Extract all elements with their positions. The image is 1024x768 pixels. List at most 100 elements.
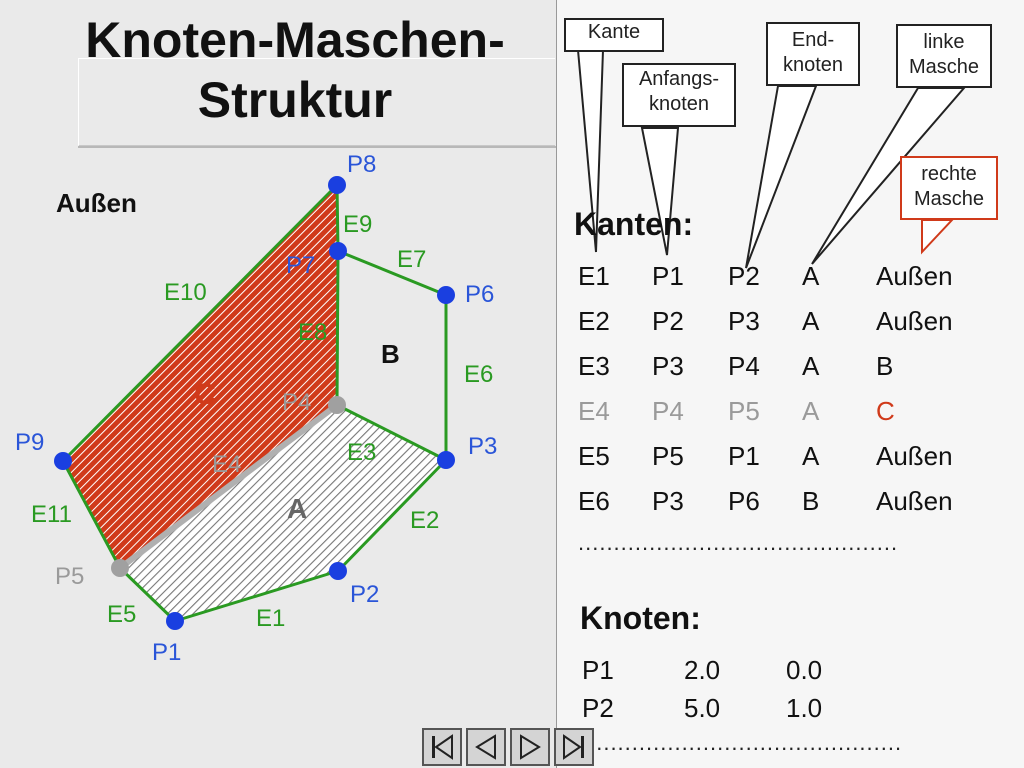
kanten-title: Kanten: [574,206,694,242]
label-p6: P6 [465,281,494,308]
point-p8 [328,176,346,194]
kanten-cell-edge: E2 [578,306,610,336]
kanten-cell-end-node: P3 [728,306,760,336]
label-e6: E6 [464,361,493,388]
label-e4: E4 [212,451,241,478]
label-p1: P1 [152,639,181,666]
callout-endknoten: End- knoten [766,22,860,86]
kanten-cell-right-face: Außen [876,261,953,291]
kanten-cell-end-node: P2 [728,261,760,291]
kanten-cell-left-face: A [802,306,820,336]
callout-rechte-masche: rechte Masche [900,156,998,220]
kanten-cell-start-node: P1 [652,261,684,291]
callout-kante-text: Kante [587,21,641,43]
edge-e2 [336,458,448,573]
arrow-left-icon [475,734,496,760]
knoten-cell-x: 2.0 [684,655,721,685]
kanten-cell-edge: E1 [578,261,610,291]
label-p7: P7 [286,252,315,279]
label-p2: P2 [350,581,379,608]
kanten-cell-right-face: Außen [876,486,953,516]
last-page-button[interactable] [554,728,594,766]
label-e3: E3 [347,439,376,466]
label-e9: E9 [343,211,372,238]
kanten-cell-end-node: P4 [728,351,760,381]
kanten-cell-edge: E6 [578,486,610,516]
kanten-cell-start-node: P3 [652,351,684,381]
point-p3 [437,451,455,469]
label-e1: E1 [256,605,285,632]
kanten-cell-right-face: C [876,396,895,426]
edge-e9 [335,184,340,252]
label-e5: E5 [107,601,136,628]
label-p4: P4 [282,389,311,416]
kanten-ellipsis: ........................................… [578,530,899,555]
kanten-cell-right-face: Außen [876,441,953,471]
callout-linke-masche-line1: linke [923,31,965,53]
point-p1 [166,612,184,630]
pointer-anfangsknoten-shape [640,127,680,256]
kanten-cell-start-node: P3 [652,486,684,516]
knoten-title: Knoten: [580,600,701,636]
face-c [63,185,337,568]
next-page-button[interactable] [510,728,550,766]
callout-linke-masche-line2: Masche [908,56,980,78]
point-p9 [54,452,72,470]
skip-forward-icon [563,734,584,760]
edge-e3 [336,403,447,462]
point-p7 [329,242,347,260]
callout-anfangsknoten-line2: knoten [648,93,710,115]
kanten-cell-start-node: P2 [652,306,684,336]
mesh-diagram: P1 P2 P3 P4 P5 P6 P7 P8 P9 E1 E2 E3 E4 E… [15,151,497,666]
kanten-cell-end-node: P5 [728,396,760,426]
knoten-cell-node: P2 [582,693,614,723]
kanten-row: E2 P2 P3 A Außen [578,306,998,351]
kanten-cell-end-node: P6 [728,486,760,516]
pointer-rechte-masche-shape [921,219,955,255]
label-p8: P8 [347,151,376,178]
kanten-cell-right-face: Außen [876,306,953,336]
first-page-button[interactable] [422,728,462,766]
callout-linke-masche: linke Masche [896,24,992,88]
callout-endknoten-line1: End- [791,29,835,51]
knoten-cell-x: 5.0 [684,693,721,723]
label-e7: E7 [397,246,426,273]
label-e11: E11 [31,501,72,528]
callout-rechte-masche-line2: Masche [913,188,985,210]
page-title: Knoten-Maschen- Struktur [0,10,590,130]
label-face-c: C [194,378,216,411]
page-title-line-2: Struktur [197,72,393,128]
label-p9: P9 [15,429,44,456]
kanten-cell-left-face: A [802,441,820,471]
label-e10: E10 [164,279,207,306]
knoten-cell-node: P1 [582,655,614,685]
edge-e5 [118,566,177,623]
label-face-a: A [287,493,307,524]
previous-page-button[interactable] [466,728,506,766]
kanten-cell-left-face: A [802,396,820,426]
pointer-linke-masche-shape [811,87,967,265]
edge-e7 [337,249,447,297]
callout-rechte-masche-line1: rechte [921,163,977,185]
kanten-cell-left-face: A [802,351,820,381]
label-e2: E2 [410,507,439,534]
kanten-cell-edge: E4 [578,396,610,426]
edge-e1 [174,569,339,623]
kanten-cell-end-node: P1 [728,441,760,471]
edge-e4 [117,402,340,571]
callout-kante: Kante [564,18,664,52]
page-title-line-1: Knoten-Maschen- [85,12,505,68]
label-face-b: B [381,339,400,369]
point-p4 [328,396,346,414]
kanten-cell-edge: E5 [578,441,610,471]
